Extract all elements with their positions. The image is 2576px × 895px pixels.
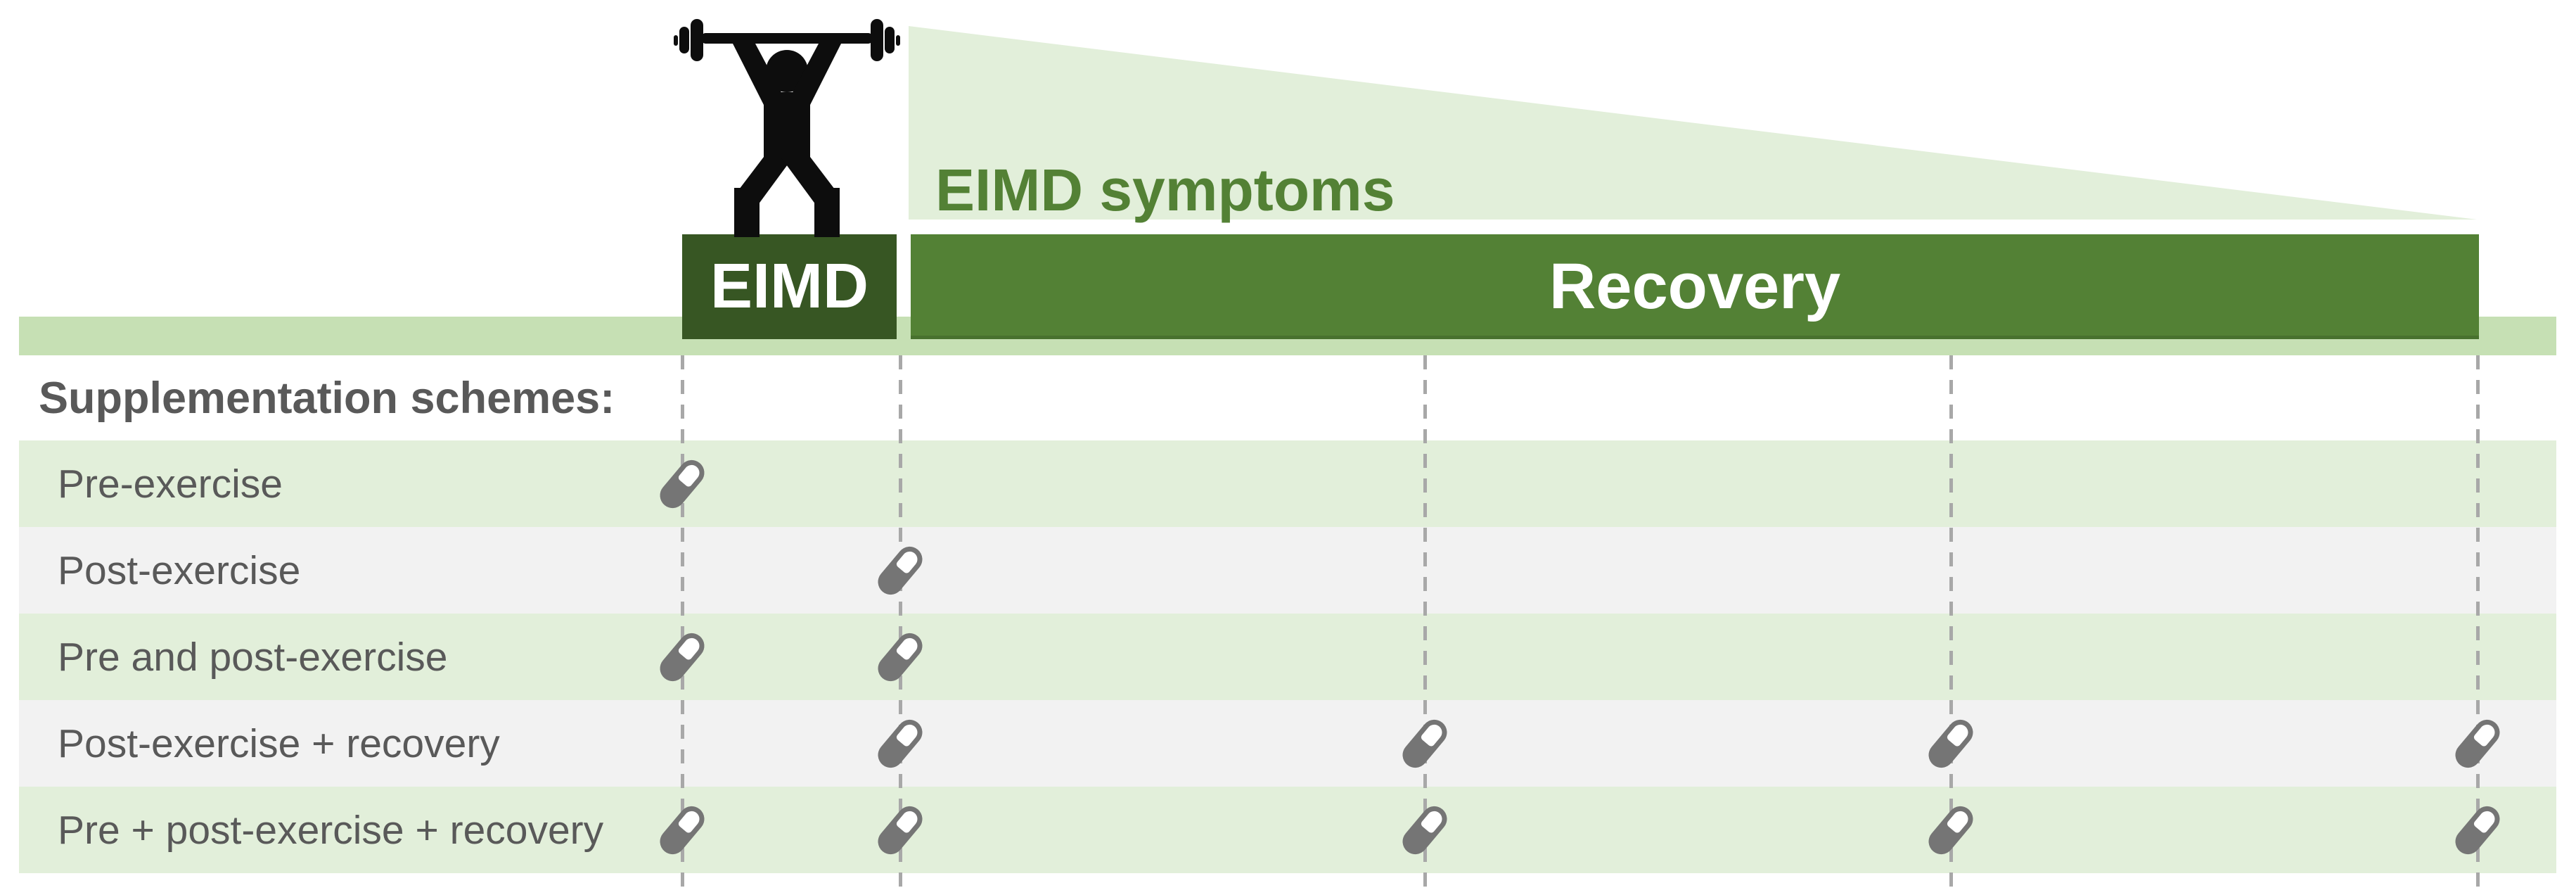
pill-cap-highlight xyxy=(895,721,921,748)
pill-cap-highlight xyxy=(1945,807,1971,834)
row-label: Post-exercise xyxy=(58,547,301,593)
timeline-dashed-line-pre xyxy=(681,355,684,890)
timeline-dashed-line-rec2 xyxy=(1949,355,1953,890)
pill-cap-highlight xyxy=(2472,807,2498,834)
timeline-dashed-line-post xyxy=(899,355,902,890)
pill-cap-highlight xyxy=(895,807,921,834)
row-label: Pre + post-exercise + recovery xyxy=(58,807,604,853)
pill-cap-highlight xyxy=(1945,721,1971,748)
pill-cap-highlight xyxy=(895,634,921,661)
pill-cap-highlight xyxy=(895,547,921,575)
table-row: Pre and post-exercise xyxy=(19,614,2556,700)
pill-cap-highlight xyxy=(677,807,703,834)
timeline-dashed-line-rec1 xyxy=(1423,355,1427,890)
pill-cap-highlight xyxy=(677,461,703,488)
timeline-dashed-line-rec3 xyxy=(2476,355,2480,890)
table-row: Pre + post-exercise + recovery xyxy=(19,787,2556,873)
eimd-phase-label: EIMD xyxy=(710,251,869,322)
pill-cap-highlight xyxy=(1419,807,1445,834)
supplementation-header-label: Supplementation schemes: xyxy=(39,373,615,423)
recovery-phase-bar: Recovery xyxy=(911,234,2479,339)
row-label: Pre and post-exercise xyxy=(58,634,448,680)
eimd-phase-box: EIMD xyxy=(682,234,897,339)
pill-cap-highlight xyxy=(677,634,703,661)
supplementation-header: Supplementation schemes: xyxy=(19,355,2556,440)
table-row: Post-exercise xyxy=(19,527,2556,614)
pill-cap-highlight xyxy=(2472,721,2498,748)
table-row: Post-exercise + recovery xyxy=(19,700,2556,787)
row-label: Pre-exercise xyxy=(58,461,283,507)
weightlifter-icon xyxy=(674,19,900,237)
recovery-phase-label: Recovery xyxy=(1549,250,1841,322)
row-label: Post-exercise + recovery xyxy=(58,721,500,766)
pill-cap-highlight xyxy=(1419,721,1445,748)
eimd-symptoms-label: EIMD symptoms xyxy=(935,157,1395,223)
table-row: Pre-exercise xyxy=(19,440,2556,527)
